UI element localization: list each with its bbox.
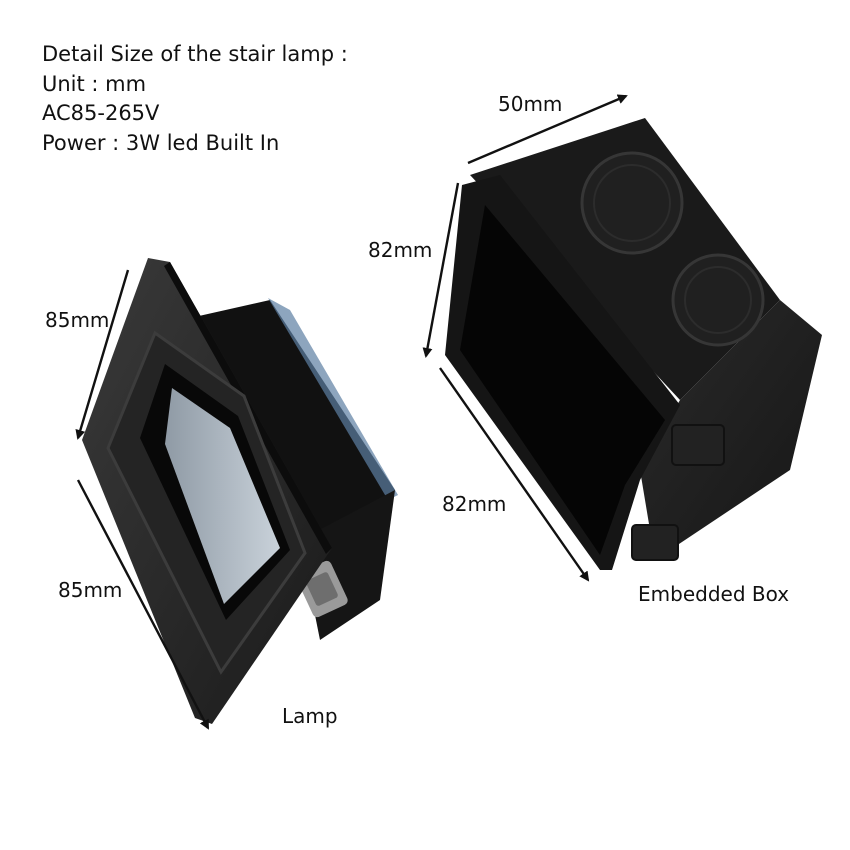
box-height-dimension-arrow — [439, 367, 590, 582]
box-depth-dimension-arrow — [467, 94, 628, 165]
lamp-width-label: 85mm — [45, 308, 110, 332]
lamp-caption: Lamp — [282, 704, 338, 728]
dimension-arrows — [75, 94, 628, 730]
mounting-lug — [631, 524, 679, 561]
box-width-label: 82mm — [368, 238, 433, 262]
spec-voltage: AC85-265V — [42, 101, 160, 125]
box-depth-label: 50mm — [498, 92, 563, 116]
spec-block: Detail Size of the stair lamp : Unit : m… — [42, 40, 348, 158]
box-height-label: 82mm — [442, 492, 507, 516]
box-caption: Embedded Box — [638, 582, 790, 606]
embedded-box — [445, 118, 822, 570]
stair-lamp — [82, 258, 398, 724]
lamp-height-label: 85mm — [58, 578, 123, 602]
spec-power: Power : 3W led Built In — [42, 130, 280, 155]
led-diffuser — [165, 388, 280, 604]
lamp-lower-dimension-arrow — [76, 479, 210, 730]
knockout-hole-icon — [580, 151, 684, 255]
spec-title: Detail Size of the stair lamp : — [42, 42, 348, 66]
mounting-lug — [671, 424, 725, 466]
box-width-dimension-arrow — [422, 182, 460, 358]
lamp-upper-dimension-arrow — [75, 269, 130, 440]
knockout-hole-icon — [671, 253, 765, 347]
spec-unit: Unit : mm — [42, 71, 147, 96]
